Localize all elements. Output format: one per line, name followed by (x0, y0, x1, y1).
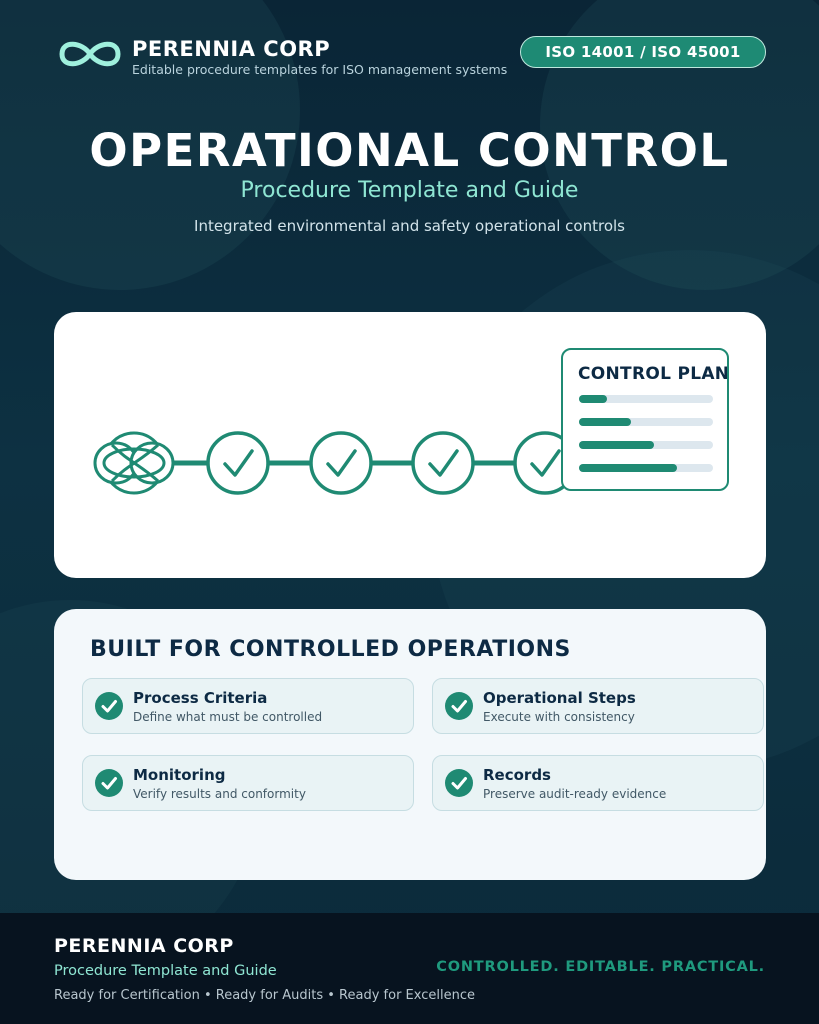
feature-title: Records (483, 766, 551, 784)
feature-operational-steps: Operational Steps Execute with consisten… (432, 678, 764, 734)
plan-progress-bar (579, 395, 713, 403)
process-flow (93, 431, 577, 495)
check-circle-icon (95, 769, 123, 797)
footer-ready-line: Ready for Certification • Ready for Audi… (54, 988, 475, 1003)
page-subtitle: Procedure Template and Guide (240, 178, 579, 203)
brand-tagline: Editable procedure templates for ISO man… (132, 62, 508, 77)
feature-process-criteria: Process Criteria Define what must be con… (82, 678, 414, 734)
feature-title: Process Criteria (133, 689, 268, 707)
step-2-check (206, 431, 270, 495)
footer-subtitle: Procedure Template and Guide (54, 963, 277, 979)
features-title: BUILT FOR CONTROLLED OPERATIONS (90, 637, 571, 662)
check-icon (223, 449, 254, 477)
check-circle-icon (95, 692, 123, 720)
process-card: CONTROL PLAN (54, 312, 766, 578)
footer-slogan: CONTROLLED. EDITABLE. PRACTICAL. (436, 959, 765, 975)
infinity-icon (59, 41, 121, 67)
page-description: Integrated environmental and safety oper… (194, 217, 625, 235)
check-circle-icon (445, 692, 473, 720)
feature-records: Records Preserve audit-ready evidence (432, 755, 764, 811)
plan-progress-bar (579, 464, 713, 472)
step-5-check (513, 431, 577, 495)
brand-name: PERENNIA CORP (132, 37, 331, 61)
feature-description: Preserve audit-ready evidence (483, 787, 667, 801)
footer-brand-name: PERENNIA CORP (54, 935, 234, 957)
plan-progress-fill (579, 395, 608, 403)
plan-progress-fill (579, 441, 655, 449)
plan-progress-fill (579, 464, 677, 472)
step-4-check (411, 431, 475, 495)
check-icon (326, 449, 357, 477)
control-plan-card: CONTROL PLAN (561, 348, 729, 491)
feature-title: Monitoring (133, 766, 226, 784)
feature-title: Operational Steps (483, 689, 636, 707)
check-icon (530, 449, 561, 477)
feature-monitoring: Monitoring Verify results and conformity (82, 755, 414, 811)
step-3-check (309, 431, 373, 495)
brand-header: PERENNIA CORP Editable procedure templat… (58, 36, 507, 78)
feature-description: Execute with consistency (483, 710, 635, 724)
footer: PERENNIA CORP Procedure Template and Gui… (0, 913, 819, 1024)
features-card: BUILT FOR CONTROLLED OPERATIONS Process … (54, 609, 766, 880)
page-title: OPERATIONAL CONTROL (89, 124, 730, 177)
brand-text: PERENNIA CORP Editable procedure templat… (132, 36, 507, 78)
check-circle-icon (445, 769, 473, 797)
plan-progress-bar (579, 418, 713, 426)
feature-description: Verify results and conformity (133, 787, 306, 801)
iso-badge: ISO 14001 / ISO 45001 (520, 36, 766, 68)
check-icon (428, 449, 459, 477)
plan-progress-bar (579, 441, 713, 449)
control-plan-title: CONTROL PLAN (578, 364, 729, 384)
feature-description: Define what must be controlled (133, 710, 323, 724)
process-knot-icon (93, 431, 175, 495)
plan-progress-fill (579, 418, 632, 426)
